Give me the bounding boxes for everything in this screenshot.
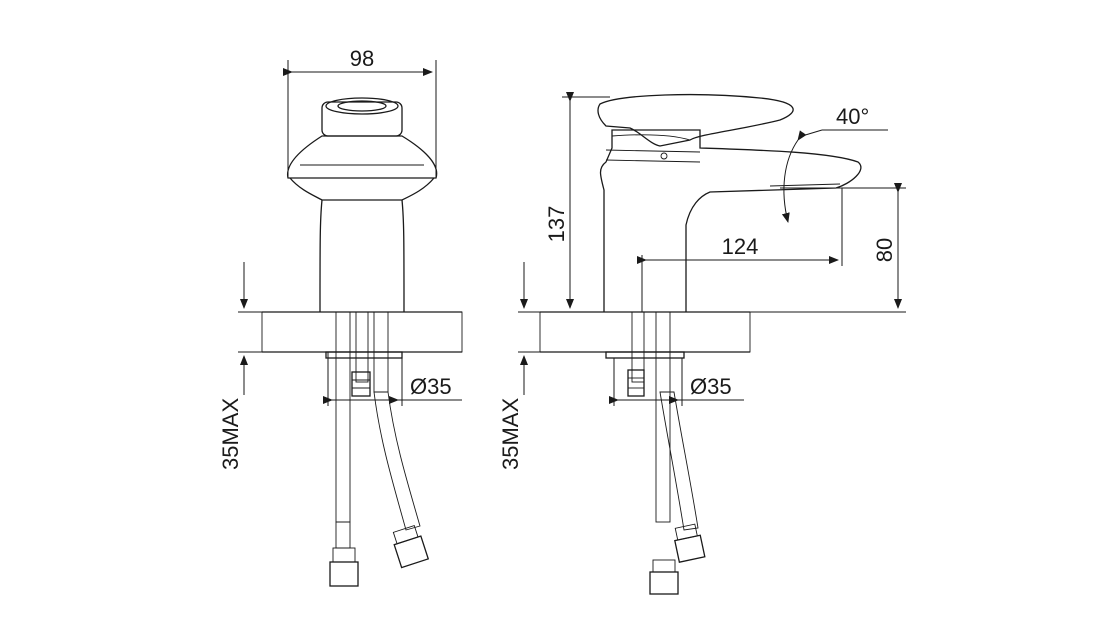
dim-hole-left: Ø35 bbox=[323, 352, 462, 406]
reach-label: 124 bbox=[722, 234, 759, 259]
dim-height: 137 bbox=[544, 92, 610, 309]
width-label: 98 bbox=[350, 46, 374, 71]
angle-label: 40° bbox=[836, 104, 869, 129]
dim-spout-height: 80 bbox=[750, 183, 906, 313]
dim-angle: 40° bbox=[769, 104, 888, 223]
dim-hole-right: Ø35 bbox=[609, 358, 744, 406]
thickness-left-label: 35MAX bbox=[218, 398, 243, 470]
dim-thickness-left: 35MAX bbox=[218, 262, 262, 470]
side-view: 137 124 80 40° bbox=[498, 92, 906, 595]
front-view: 98 35MAX Ø35 bbox=[218, 46, 463, 587]
spout-height-label: 80 bbox=[872, 238, 897, 262]
hole-right-label: Ø35 bbox=[690, 374, 732, 399]
dim-thickness-right: 35MAX bbox=[498, 262, 540, 470]
nut-left-2 bbox=[393, 535, 430, 569]
faucet-body-front bbox=[287, 97, 438, 313]
height-label: 137 bbox=[544, 206, 569, 243]
faucet-body-side bbox=[597, 93, 862, 312]
hole-left-label: Ø35 bbox=[410, 374, 452, 399]
countertop-left bbox=[261, 311, 463, 359]
supply-hoses-side bbox=[627, 311, 706, 595]
nut-left-1 bbox=[329, 561, 359, 587]
countertop-right bbox=[539, 311, 751, 359]
thickness-right-label: 35MAX bbox=[498, 398, 523, 470]
supply-hoses-front bbox=[329, 311, 430, 587]
dim-reach: 124 bbox=[637, 188, 843, 312]
nut-right-1 bbox=[649, 571, 679, 595]
dim-width: 98 bbox=[283, 46, 437, 178]
